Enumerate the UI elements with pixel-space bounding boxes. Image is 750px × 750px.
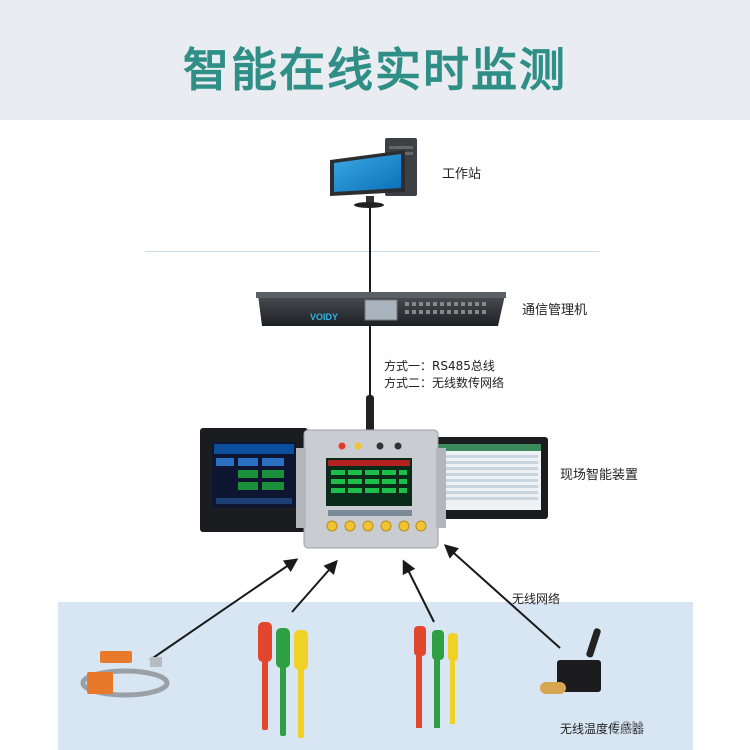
field-device-label: 现场智能装置 <box>560 468 639 483</box>
method1-label: 方式一：RS485总线 <box>384 359 495 373</box>
header-band <box>0 0 750 120</box>
page-title: 智能在线实时监测 <box>183 43 567 97</box>
brand-label: VOIDY <box>310 312 338 322</box>
tag-sensor-group-2-icon <box>414 626 458 728</box>
comm-manager-rack-icon: VOIDY <box>256 292 506 326</box>
arrow-sensor-2 <box>291 559 338 613</box>
antenna-icon <box>366 395 374 435</box>
tag-sensor-group-1-icon <box>258 622 308 738</box>
arrow-sensor-1 <box>149 558 299 661</box>
divider-line <box>145 251 600 252</box>
wireless-temperature-sensor-icon <box>540 628 601 694</box>
sensor-label: 无线温度传感器 <box>560 722 645 736</box>
ring-clamp-sensor-icon <box>80 651 170 698</box>
arrow-sensor-4 <box>443 544 561 649</box>
watermark-text: COM <box>610 718 643 739</box>
arrow-sensor-3 <box>402 559 435 623</box>
method2-label: 方式二：无线数传网络 <box>384 376 505 390</box>
workstation-computer-icon <box>330 138 417 208</box>
wireless-network-label: 无线网络 <box>512 592 561 606</box>
field-device-unit <box>296 429 446 549</box>
comm-manager-label: 通信管理机 <box>522 303 588 318</box>
workstation-label: 工作站 <box>442 167 482 182</box>
left-display-unit <box>200 428 308 532</box>
right-display-unit <box>430 437 548 519</box>
